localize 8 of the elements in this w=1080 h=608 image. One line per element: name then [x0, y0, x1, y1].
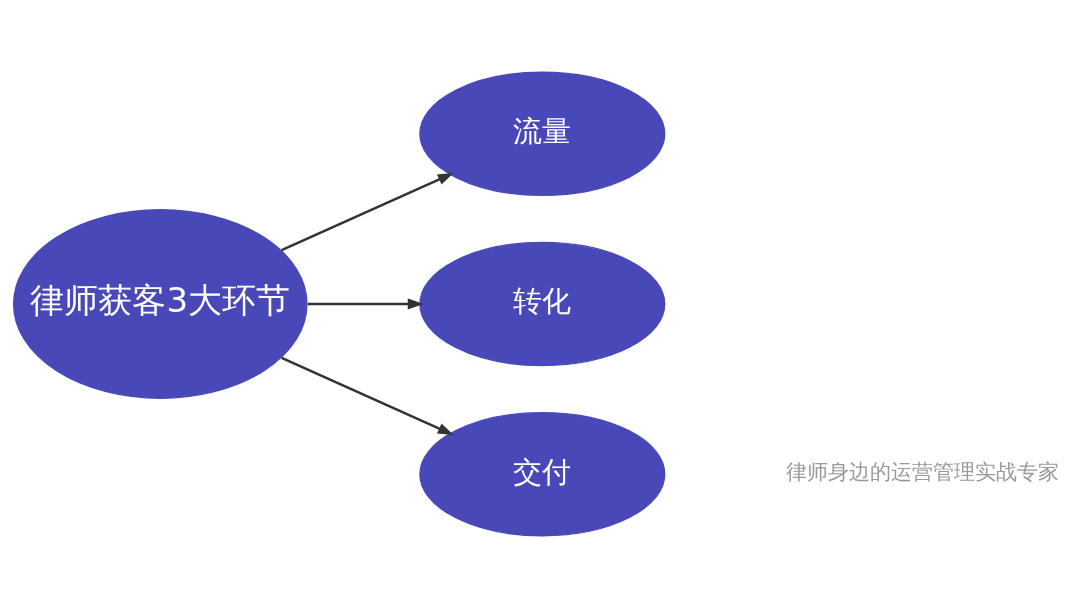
label: 律师身边的运营管理实战专家	[785, 460, 1059, 485]
arrow	[281, 356, 454, 435]
node-ellipse: 流量	[419, 71, 666, 196]
arrow	[281, 173, 454, 252]
node-ellipse: 交付	[419, 412, 666, 537]
node-ellipse: 律师获客3大环节	[12, 209, 308, 399]
arrow	[307, 298, 424, 310]
node-ellipse: 转化	[419, 241, 666, 367]
